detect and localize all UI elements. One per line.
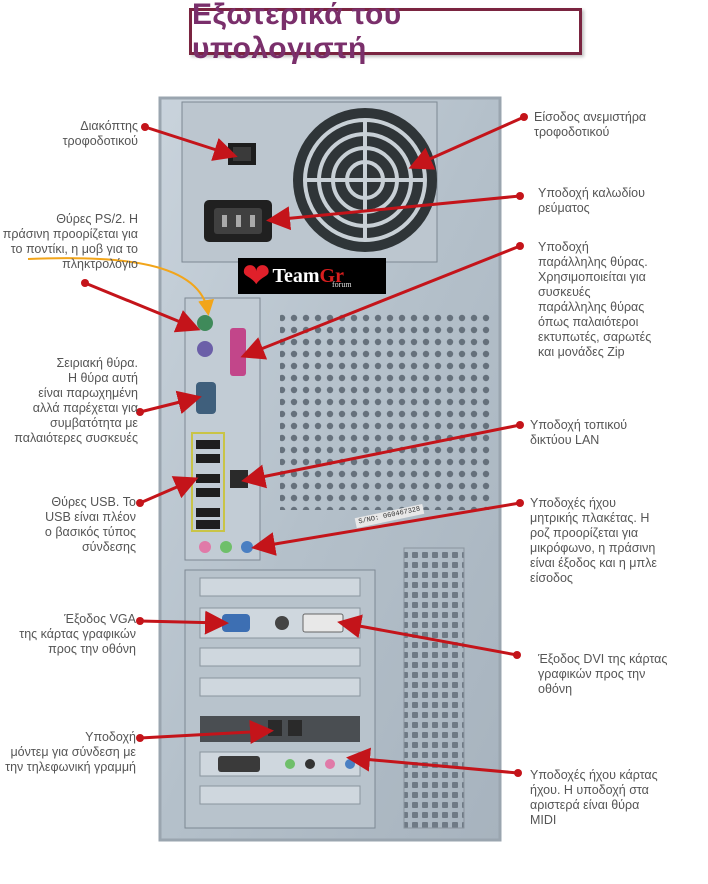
label-lan-port: Υποδοχή τοπικού δικτύου LAN [530, 418, 628, 447]
arrow-power-cable [266, 194, 521, 231]
label-psu-fan: Είσοδος ανεμιστήρα τροφοδοτικού [534, 110, 647, 139]
label-power-cable: Υποδοχή καλωδίου ρεύματος [538, 186, 645, 215]
dvi-port [302, 613, 344, 633]
arrows [84, 115, 525, 775]
logo-brand-accent: Gr [319, 264, 344, 287]
logo-sub: forum [332, 280, 352, 289]
label-vga-output: Έξοδος VGA της κάρτας γραφικών προς την … [19, 612, 136, 656]
label-modem: Υποδοχή μόντεμ για σύνδεση με την τηλεφω… [5, 730, 136, 774]
label-motherboard-audio: Υποδοχές ήχου μητρικής πλακέτας. Η ροζ π… [530, 496, 657, 585]
arrow-vga [139, 610, 229, 635]
heart-icon: ❤ [242, 257, 271, 295]
arrow-modem [139, 720, 274, 744]
arrow-fan [408, 115, 525, 170]
ps2-keyboard-port [197, 341, 213, 357]
lan-port [230, 470, 248, 488]
serial-port [196, 382, 216, 414]
title-box: Εξωτερικά του υπολογιστή [189, 0, 582, 65]
arrow-ps2-keyboard-orange [27, 257, 214, 316]
arrow-ps2 [84, 281, 201, 333]
parallel-port [230, 328, 246, 376]
logo-brand: Team [272, 264, 320, 287]
side-vent [403, 547, 465, 829]
vga-port [222, 614, 250, 632]
label-parallel-port: Υποδοχή παράλληλης θύρας. Χρησιμοποιείτα… [538, 240, 652, 359]
label-sound-card: Υποδοχές ήχου κάρτας ήχου. Η υποδοχή στα… [530, 768, 658, 827]
arrow-usb [139, 476, 199, 505]
label-ps2-ports: Θύρες PS/2. Η πράσινη προορίζεται για το… [2, 212, 138, 271]
arrow-serial [139, 390, 202, 415]
page-title: Εξωτερικά του υπολογιστή [192, 0, 402, 65]
case-vent [280, 310, 490, 510]
label-dvi-output: Έξοδος DVI της κάρτας γραφικών προς την … [538, 652, 668, 696]
arrow-sound-card [346, 747, 519, 775]
arrow-power-switch [144, 125, 238, 161]
arrow-lan [241, 423, 521, 489]
teamgr-logo: ❤ TeamGr forum [238, 258, 386, 294]
label-usb-ports: Θύρες USB. Το USB είναι πλέον ο βασικός … [44, 495, 136, 554]
arrow-dvi [337, 614, 518, 657]
ps2-mouse-port [197, 315, 213, 331]
label-power-switch: Διακόπτης τροφοδοτικού [62, 119, 138, 148]
arrow-mb-audio [251, 501, 521, 556]
label-serial-port: Σειριακή θύρα. Η θύρα αυτή είναι παρωχημ… [14, 356, 138, 445]
arrow-parallel [240, 244, 521, 360]
